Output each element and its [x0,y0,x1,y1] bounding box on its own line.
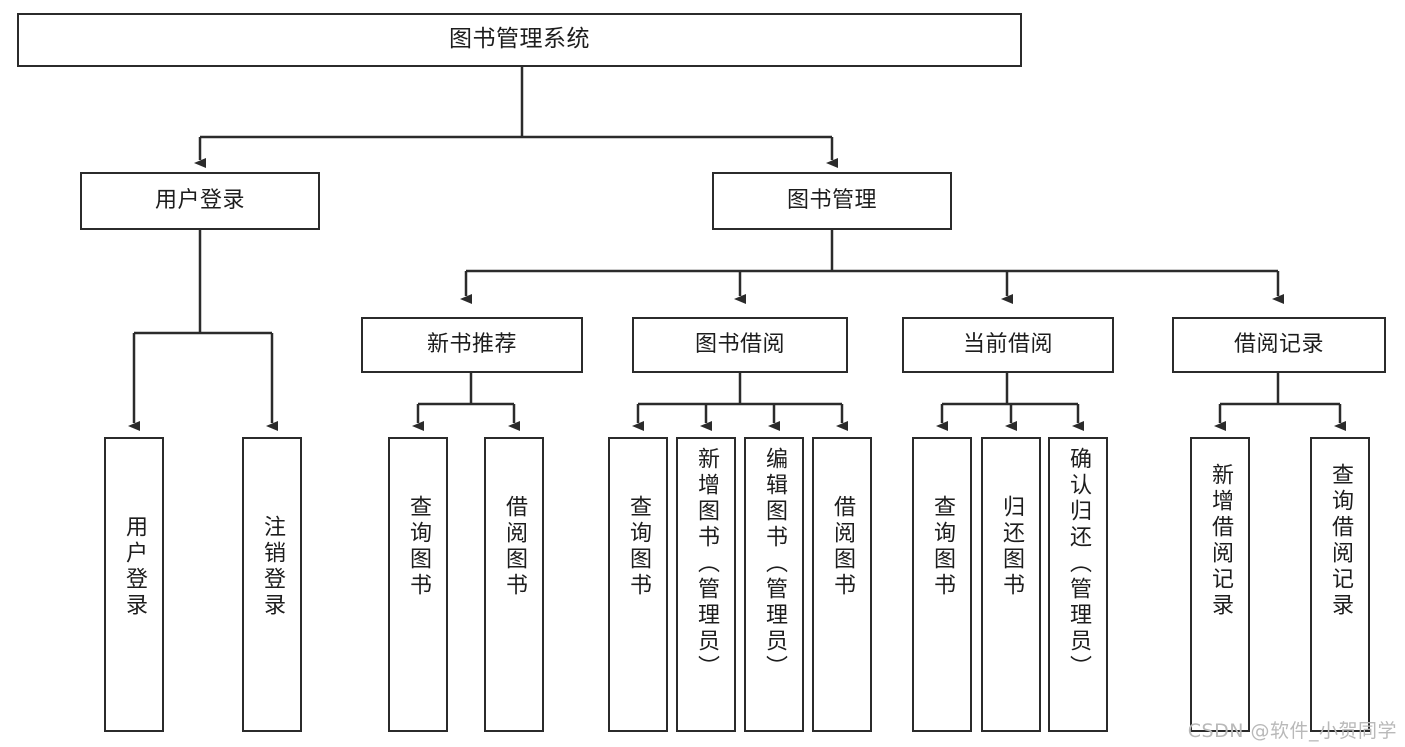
node-new-book-recommend[interactable]: 新书推荐 [361,317,583,373]
csdn-watermark: CSDN @软件_小贺同学 [1187,720,1397,742]
leaf-current-query-book[interactable]: 查询图书 [912,437,972,732]
leaf-borrow-borrow-book-label: 借阅图书 [830,495,855,599]
leaf-borrow-edit-book[interactable]: 编辑图书（管理员） [744,437,804,732]
leaf-record-add[interactable]: 新增借阅记录 [1190,437,1250,732]
node-borrow-record[interactable]: 借阅记录 [1172,317,1386,373]
leaf-user-login-label: 用户登录 [122,515,147,619]
node-book-manage-label: 图书管理 [786,188,877,214]
node-book-borrow-label: 图书借阅 [694,332,785,358]
leaf-borrow-add-book-label: 新增图书（管理员） [694,447,719,681]
node-root-label: 图书管理系统 [449,26,590,53]
leaf-user-login[interactable]: 用户登录 [104,437,164,732]
leaf-current-query-book-label: 查询图书 [930,495,955,599]
leaf-borrow-borrow-book[interactable]: 借阅图书 [812,437,872,732]
leaf-newbook-borrow-book[interactable]: 借阅图书 [484,437,544,732]
node-borrow-record-label: 借阅记录 [1233,332,1324,358]
node-book-manage[interactable]: 图书管理 [712,172,952,230]
node-user-login-label: 用户登录 [154,188,245,214]
leaf-borrow-query-book-label: 查询图书 [626,495,651,599]
node-new-book-recommend-label: 新书推荐 [426,332,517,358]
leaf-borrow-edit-book-label: 编辑图书（管理员） [762,447,787,681]
leaf-record-query[interactable]: 查询借阅记录 [1310,437,1370,732]
leaf-logout-label: 注销登录 [260,515,285,619]
node-root[interactable]: 图书管理系统 [17,13,1022,67]
leaf-newbook-borrow-book-label: 借阅图书 [502,495,527,599]
leaf-current-confirm-return-label: 确认归还（管理员） [1066,447,1091,681]
node-book-borrow[interactable]: 图书借阅 [632,317,848,373]
leaf-newbook-query-book-label: 查询图书 [406,495,431,599]
leaf-newbook-query-book[interactable]: 查询图书 [388,437,448,732]
node-user-login[interactable]: 用户登录 [80,172,320,230]
leaf-current-return-book-label: 归还图书 [999,495,1024,599]
node-current-borrow-label: 当前借阅 [962,332,1053,358]
leaf-current-confirm-return[interactable]: 确认归还（管理员） [1048,437,1108,732]
node-current-borrow[interactable]: 当前借阅 [902,317,1114,373]
leaf-record-add-label: 新增借阅记录 [1208,463,1233,619]
leaf-borrow-add-book[interactable]: 新增图书（管理员） [676,437,736,732]
leaf-logout[interactable]: 注销登录 [242,437,302,732]
leaf-record-query-label: 查询借阅记录 [1328,463,1353,619]
leaf-current-return-book[interactable]: 归还图书 [981,437,1041,732]
leaf-borrow-query-book[interactable]: 查询图书 [608,437,668,732]
